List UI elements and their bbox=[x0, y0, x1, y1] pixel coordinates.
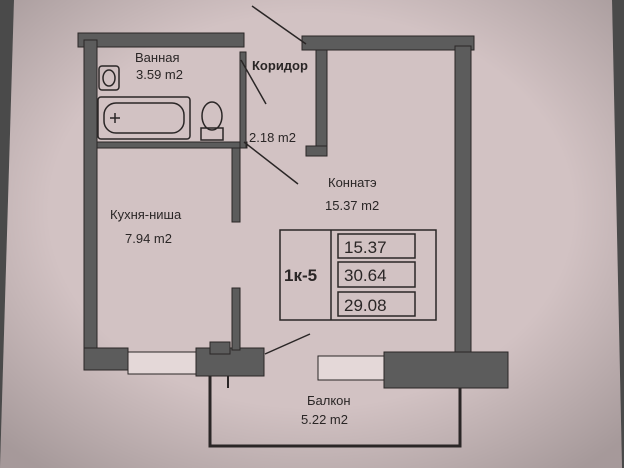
room-window bbox=[317, 355, 385, 381]
bathroom-bottom-wall bbox=[96, 141, 248, 149]
bathtub-icon bbox=[97, 96, 191, 140]
sink-icon bbox=[98, 65, 120, 91]
balcony-name: Балкон bbox=[307, 393, 351, 408]
corridor-area: 2.18 m2 bbox=[249, 130, 296, 145]
toilet-icon bbox=[200, 101, 224, 141]
summary-value-2: 30.64 bbox=[344, 266, 387, 285]
bottom-wall-right bbox=[383, 351, 509, 389]
corridor-wall bbox=[315, 49, 328, 157]
exterior-walls bbox=[77, 32, 509, 389]
kitchen-partition-lower bbox=[231, 287, 241, 351]
top-wall-right bbox=[301, 35, 475, 51]
windows bbox=[127, 351, 385, 381]
top-wall-left bbox=[77, 32, 245, 48]
bathroom-right-wall bbox=[239, 51, 247, 149]
balcony-area: 5.22 m2 bbox=[301, 412, 348, 427]
kitchen-window bbox=[127, 351, 197, 375]
living-room-area: 15.37 m2 bbox=[325, 198, 379, 213]
balcony-door bbox=[264, 333, 311, 355]
kitchen-area: 7.94 m2 bbox=[125, 231, 172, 246]
right-wall bbox=[454, 45, 472, 389]
bathroom-door bbox=[240, 59, 267, 105]
bathroom-area: 3.59 m2 bbox=[136, 67, 183, 82]
bottom-notch bbox=[209, 341, 231, 355]
balcony-outline bbox=[208, 376, 462, 448]
summary-value-3: 29.08 bbox=[344, 296, 387, 315]
summary-table bbox=[279, 229, 437, 321]
left-wall bbox=[83, 39, 98, 369]
bathroom-name: Ванная bbox=[135, 50, 180, 65]
living-room-name: Коннатэ bbox=[328, 175, 377, 190]
corridor-wall-foot bbox=[305, 145, 328, 157]
apartment-code: 1к-5 bbox=[284, 266, 317, 285]
kitchen-name: Кухня-ниша bbox=[110, 207, 182, 222]
corridor-name: Коридор bbox=[252, 58, 308, 73]
interior-walls bbox=[96, 49, 328, 355]
kitchen-partition-upper bbox=[231, 147, 241, 223]
room-door bbox=[243, 141, 299, 185]
doors bbox=[240, 5, 311, 355]
bottom-wall-left bbox=[83, 347, 129, 371]
summary-value-1: 15.37 bbox=[344, 238, 387, 257]
entrance-door bbox=[251, 5, 307, 45]
